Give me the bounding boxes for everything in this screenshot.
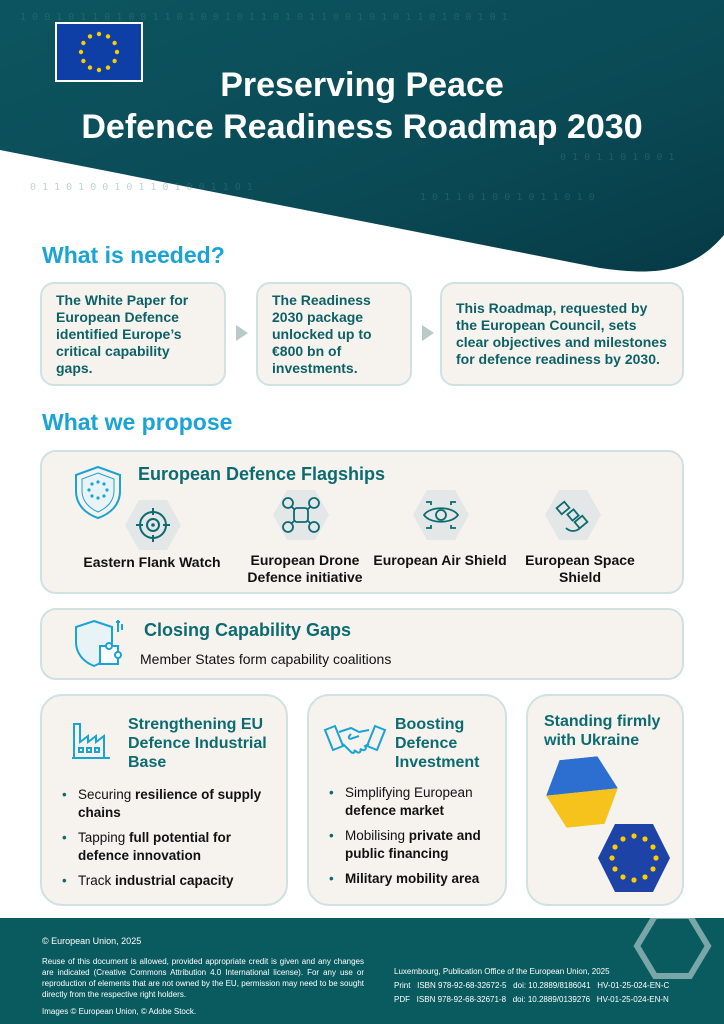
list-item: Securing resilience of supply chains bbox=[60, 786, 282, 822]
shield-puzzle-icon bbox=[75, 619, 123, 668]
arrow-right-icon bbox=[236, 325, 248, 341]
satellite-icon bbox=[545, 490, 601, 540]
drone-icon bbox=[273, 490, 329, 540]
investment-title: Boosting Defence Investment bbox=[395, 716, 480, 771]
list-item: Mobilising private and public financing bbox=[327, 827, 503, 863]
eu-flag bbox=[55, 22, 143, 82]
ukraine-flag-icon bbox=[544, 756, 620, 828]
need-box-text: This Roadmap, requested by the European … bbox=[456, 300, 667, 367]
industrial-base-title: Strengthening EU Defence Industrial Base bbox=[128, 716, 267, 771]
flagship-label-eastern-flank: Eastern Flank Watch bbox=[83, 554, 221, 570]
list-item: Track industrial capacity bbox=[60, 872, 282, 890]
footer-publisher: Luxembourg, Publication Office of the Eu… bbox=[394, 967, 610, 976]
flagship-label-space-shield: European Space Shield bbox=[525, 552, 635, 585]
industrial-base-card: Strengthening EU Defence Industrial Base… bbox=[40, 694, 288, 906]
flagships-panel: European Defence Flagships Eastern Flank… bbox=[40, 450, 684, 594]
svg-text:1 0 0 1 0 1 1 0 1 0 0 1 1 0 1: 1 0 0 1 0 1 1 0 1 0 0 1 1 0 1 0 0 1 0 1 … bbox=[20, 12, 508, 23]
flagships-title: European Defence Flagships bbox=[138, 464, 386, 484]
list-item: Tapping full potential for defence innov… bbox=[60, 829, 282, 865]
hero-background: 1 0 0 1 0 1 1 0 1 0 0 1 1 0 1 0 0 1 0 1 … bbox=[0, 0, 724, 272]
footer-images-credit: Images © European Union, © Adobe Stock. bbox=[42, 1007, 197, 1016]
footer-copyright: © European Union, 2025 bbox=[42, 936, 142, 946]
eye-icon bbox=[413, 490, 469, 540]
capability-gaps-panel: Closing Capability Gaps Member States fo… bbox=[40, 608, 684, 680]
need-box-white-paper: The White Paper for European Defence ide… bbox=[40, 282, 226, 386]
eu-flag-hex-icon bbox=[598, 824, 670, 892]
title-line-2: Defence Readiness Roadmap 2030 bbox=[81, 108, 643, 146]
list-item: Military mobility area bbox=[327, 870, 503, 888]
svg-text:0 1 1 0 1 0 0 1 0 1 1 0 1 0 0: 0 1 1 0 1 0 0 1 0 1 1 0 1 0 0 1 1 0 1 bbox=[30, 182, 253, 193]
footer-pdf-isbn: PDF ISBN 978-92-68-32671-8 doi: 10.2889/… bbox=[394, 995, 669, 1004]
industrial-bullet-list: Securing resilience of supply chains Tap… bbox=[60, 786, 282, 897]
page-title: Preserving Peace Defence Readiness Roadm… bbox=[0, 64, 724, 148]
svg-text:1 0 1 1 0 1 0 0 1 0 1 1 0 1 0: 1 0 1 1 0 1 0 0 1 0 1 1 0 1 0 bbox=[420, 192, 595, 203]
need-box-readiness: The Readiness 2030 package unlocked up t… bbox=[256, 282, 412, 386]
footer-reuse-notice: Reuse of this document is allowed, provi… bbox=[42, 957, 364, 999]
hero-banner: 1 0 0 1 0 1 1 0 1 0 0 1 1 0 1 0 0 1 0 1 … bbox=[0, 0, 724, 275]
need-box-roadmap: This Roadmap, requested by the European … bbox=[440, 282, 684, 386]
arrow-right-icon bbox=[422, 325, 434, 341]
need-box-text: The White Paper for European Defence ide… bbox=[56, 291, 189, 376]
svg-text:0 1 0 1 1 0 1 0 0 1: 0 1 0 1 1 0 1 0 0 1 bbox=[560, 152, 674, 163]
need-box-text: The Readiness 2030 package unlocked up t… bbox=[272, 291, 372, 376]
capability-gaps-title: Closing Capability Gaps bbox=[144, 620, 352, 640]
footer-background bbox=[0, 918, 724, 1024]
list-item: Simplifying European defence market bbox=[327, 784, 503, 820]
needed-heading: What is needed? bbox=[42, 242, 225, 268]
propose-heading: What we propose bbox=[42, 409, 233, 435]
capability-gaps-text: Member States form capability coalitions bbox=[140, 651, 392, 667]
flagship-label-drone: European Drone Defence initiative bbox=[247, 552, 363, 585]
crosshair-icon bbox=[125, 500, 181, 550]
investment-bullet-list: Simplifying European defence market Mobi… bbox=[327, 784, 503, 895]
investment-card: Boosting Defence Investment Simplifying … bbox=[307, 694, 507, 906]
factory-icon bbox=[72, 723, 110, 759]
footer-print-isbn: Print ISBN 978-92-68-32672-5 doi: 10.288… bbox=[394, 981, 670, 990]
ukraine-title: Standing firmly with Ukraine bbox=[544, 713, 661, 749]
ukraine-card: Standing firmly with Ukraine bbox=[526, 694, 684, 906]
handshake-icon bbox=[323, 724, 387, 754]
eu-stars-icon bbox=[78, 31, 120, 73]
title-line-1: Preserving Peace bbox=[220, 66, 504, 104]
flagship-label-air-shield: European Air Shield bbox=[373, 552, 507, 568]
footer: © European Union, 2025 Reuse of this doc… bbox=[0, 918, 724, 1024]
shield-stars-icon bbox=[75, 465, 121, 520]
